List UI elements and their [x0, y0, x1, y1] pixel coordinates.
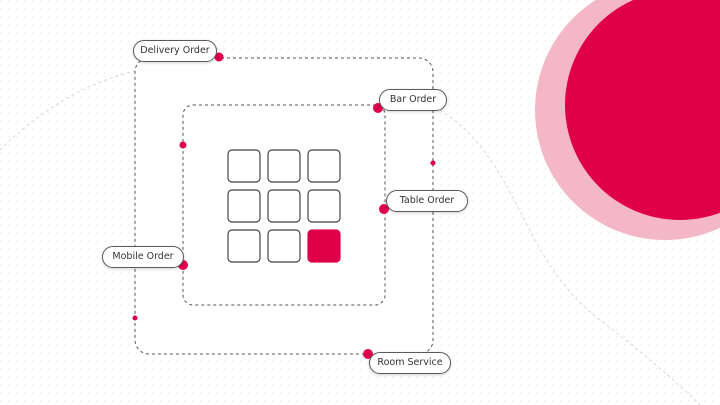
- grid-cell: [267, 149, 301, 183]
- decorative-curve-right: [439, 109, 701, 405]
- room-service-label: Room Service: [369, 352, 451, 374]
- inner-edge-dot: [179, 141, 187, 149]
- mobile-order-label: Mobile Order: [102, 246, 184, 268]
- grid-cell: [307, 189, 341, 223]
- decorative-curve-left: [0, 69, 141, 151]
- delivery-order-label: Delivery Order: [133, 40, 217, 62]
- grid-cell-highlighted: [307, 229, 341, 263]
- table-order-label: Table Order: [386, 190, 468, 212]
- order-grid: [227, 149, 341, 263]
- grid-cell: [267, 229, 301, 263]
- grid-cell: [267, 189, 301, 223]
- grid-cell: [227, 189, 261, 223]
- grid-cell: [307, 149, 341, 183]
- bar-order-label: Bar Order: [379, 89, 447, 111]
- grid-cell: [227, 149, 261, 183]
- corner-circle-accent: [565, 0, 720, 220]
- grid-cell: [227, 229, 261, 263]
- delivery-connector-dot: [214, 52, 224, 62]
- outer-edge-dot-right: [430, 160, 436, 166]
- outer-edge-dot-left: [132, 315, 138, 321]
